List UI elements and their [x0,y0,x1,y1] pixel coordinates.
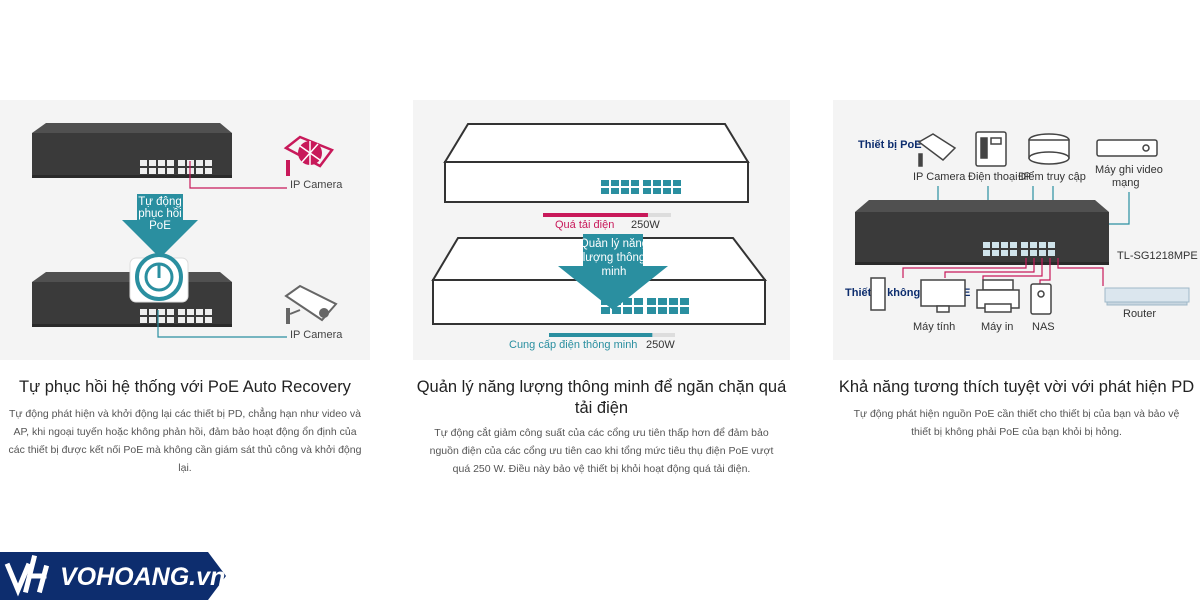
recovery-arrow: Tự động phục hồi PoE [122,194,198,258]
feature-title-pd-detection: Khả năng tương thích tuyệt vời với phát … [838,378,1195,396]
svg-text:Máy in: Máy in [981,321,1013,333]
ip-camera-top-label: IP Camera [290,179,343,191]
svg-text:Máy tính: Máy tính [913,321,955,333]
svg-text:Máy ghi video: Máy ghi video [1095,164,1163,176]
vohoang-logo[interactable]: VOHOANG.vn [0,552,230,600]
feature-desc-auto-recovery: Tự động phát hiện và khởi động lại các t… [8,408,362,474]
smart-power-label: Cung cấp điện thông minh [509,339,637,351]
access-point-icon [1028,133,1070,165]
nas-icon [1030,283,1052,315]
brand-name: VOHOANG.vn [60,563,225,591]
svg-text:minh: minh [602,266,627,278]
smart-power-value: 250W [646,339,675,351]
smart-power-management-illustration: Quá tải điện 250W Quản lý năng lượng thô… [413,100,790,360]
switch-tl-sg1218mpe [855,200,1109,265]
feature-title-power-management: Quản lý năng lượng thông minh để ngăn ch… [416,378,787,417]
svg-text:Điện thoại IP: Điện thoại IP [968,171,1031,183]
poe-auto-recovery-illustration: IP Camera Tự động phục hồi PoE [0,100,370,360]
phone-icon [975,131,1007,167]
power-management-arrow: Quản lý năng lượng thông minh [558,234,668,310]
overload-value: 250W [631,219,660,231]
ip-camera-pink-icon [283,135,334,176]
pd-detection-illustration: Thiết bị PoE IP Camera Điện thoại IP Điể… [833,100,1200,360]
svg-text:PoE: PoE [149,220,171,232]
printer-icon [976,279,1020,313]
computer-icon [870,277,966,313]
overload-label: Quá tải điện [555,219,614,231]
ip-camera-bottom-label: IP Camera [290,329,343,341]
feature-desc-power-management: Tự động cắt giảm công suất của các cổng … [429,427,774,475]
feature-title-auto-recovery: Tự phục hồi hệ thống với PoE Auto Recove… [19,378,351,396]
svg-text:Tự động: Tự động [138,196,182,208]
power-restart-icon [129,253,189,303]
switch-outline-top [443,123,750,203]
camera-icon [917,133,957,167]
switch-model: TL-SG1218MPE [1117,250,1198,262]
feature-desc-pd-detection: Tự động phát hiện nguồn PoE cần thiết ch… [853,408,1180,438]
nvr-icon [1096,139,1158,157]
switch-top [32,123,232,178]
vh-logo-mark-icon [4,554,50,597]
poe-devices-label: Thiết bị PoE [858,139,922,151]
svg-text:IP Camera: IP Camera [913,171,966,183]
svg-text:NAS: NAS [1032,321,1055,333]
svg-text:Quản lý năng: Quản lý năng [580,238,648,250]
svg-text:Router: Router [1123,308,1156,320]
svg-text:mạng: mạng [1112,177,1140,189]
svg-text:Điểm truy cập: Điểm truy cập [1018,171,1086,183]
router-icon [1104,287,1190,306]
svg-text:phục hồi: phục hồi [138,208,181,220]
svg-text:lượng thông: lượng thông [583,252,646,264]
ip-camera-grey-icon [284,284,338,324]
